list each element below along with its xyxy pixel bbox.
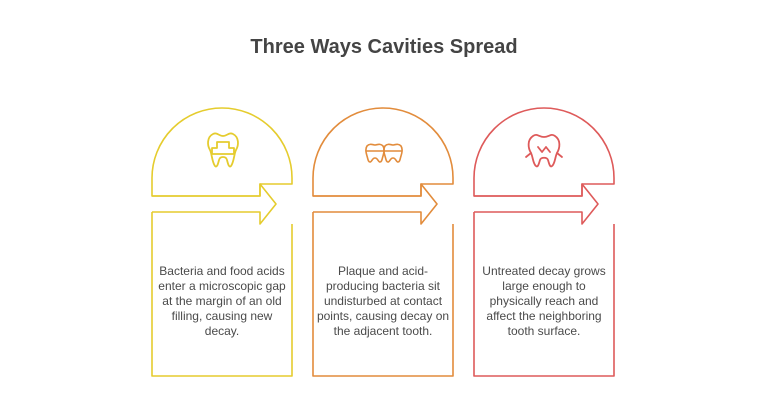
card-3 <box>473 107 615 377</box>
card-2 <box>312 107 454 377</box>
card-2-description: Plaque and acid-producing bacteria sit u… <box>316 264 450 338</box>
card-1-arch <box>151 107 293 197</box>
card-1-arrow-panel <box>152 183 277 225</box>
card-2-arrow-panel <box>313 183 438 225</box>
adjacent-teeth-icon <box>365 143 403 163</box>
card-3-description: Untreated decay grows large enough to ph… <box>482 264 606 338</box>
diagram-title: Three Ways Cavities Spread <box>250 36 518 58</box>
filled-tooth-icon <box>207 132 239 168</box>
card-3-arrow-panel <box>474 183 599 225</box>
card-3-body <box>473 212 615 377</box>
card-1-description: Bacteria and food acids enter a microsco… <box>158 264 286 338</box>
decayed-tooth-icon <box>525 133 563 168</box>
card-2-body <box>312 212 454 377</box>
card-1 <box>151 107 293 377</box>
card-2-arch <box>312 107 454 197</box>
card-3-arch <box>473 107 615 197</box>
card-1-body <box>151 212 293 377</box>
